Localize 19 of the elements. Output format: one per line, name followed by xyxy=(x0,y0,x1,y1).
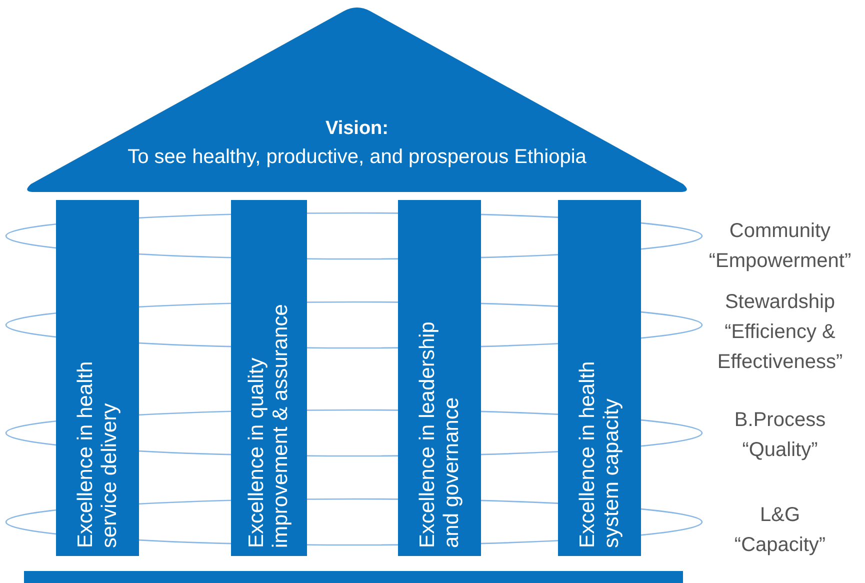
vision-statement: To see healthy, productive, and prosperous Ethiopia xyxy=(126,146,588,169)
pillar xyxy=(558,200,641,556)
value-quote: “Efficiency & Effectiveness” xyxy=(716,320,844,375)
vision-heading: Vision: xyxy=(324,118,390,140)
pillar-label: Excellence in health system capacity xyxy=(576,360,624,548)
pillar xyxy=(56,200,139,556)
value-quote: “Empowerment” xyxy=(708,249,852,274)
pillar-label: Excellence in health service delivery xyxy=(74,360,122,548)
value-label: L&G xyxy=(758,503,802,528)
pillar-label: Excellence in quality improvement & assurance xyxy=(245,303,293,548)
value-quote: “Capacity” xyxy=(733,533,827,558)
value-label: B.Process xyxy=(733,408,827,433)
base-bar xyxy=(24,571,683,583)
pillar xyxy=(398,200,481,556)
value-quote: “Quality” xyxy=(741,438,819,463)
value-label: Community xyxy=(728,219,832,244)
pillar-label: Excellence in leadership and governance xyxy=(416,320,464,548)
pillar xyxy=(231,200,307,556)
value-label: Stewardship xyxy=(724,290,836,315)
